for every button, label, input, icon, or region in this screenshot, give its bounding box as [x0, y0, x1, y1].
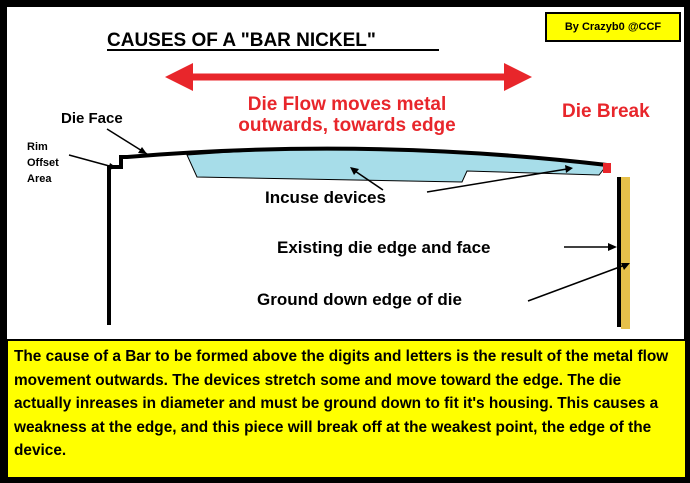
rim-offset-pointer [68, 154, 114, 168]
die-diagram: CAUSES OF A "BAR NICKEL" Die Flow moves … [27, 30, 650, 329]
diagram-panel: CAUSES OF A "BAR NICKEL" Die Flow moves … [6, 6, 685, 340]
incuse-pointer-right [426, 168, 568, 193]
ground-down-edge [621, 177, 630, 329]
incuse-pointer-right-head [565, 165, 573, 173]
die-profile-outline [107, 146, 608, 325]
die-flow-arrow [165, 63, 532, 91]
author-credit-box: By Crazyb0 @CCF [545, 12, 681, 42]
author-credit: By Crazyb0 @CCF [564, 21, 662, 33]
diagram-title: CAUSES OF A "BAR NICKEL" [107, 30, 376, 51]
rim-offset-label-line3: Area [27, 173, 52, 185]
incuse-devices-label: Incuse devices [265, 188, 386, 207]
incuse-device-region [186, 148, 608, 183]
rim-offset-label-line1: Rim [27, 141, 48, 153]
die-break-mark [603, 163, 611, 173]
ground-edge-pointer [527, 264, 626, 302]
caption-text: The cause of a Bar to be formed above th… [14, 348, 669, 459]
die-face-label: Die Face [61, 110, 123, 127]
incuse-pointer-left [351, 168, 384, 191]
ground-edge-pointer-head [621, 263, 630, 270]
die-break-label: Die Break [562, 101, 650, 122]
existing-edge-pointer-head [608, 243, 617, 251]
existing-edge-label: Existing die edge and face [277, 238, 491, 257]
caption-box: The cause of a Bar to be formed above th… [6, 339, 687, 479]
incuse-pointer-left-head [350, 167, 359, 175]
ground-edge-label: Ground down edge of die [257, 290, 462, 309]
die-flow-label-line2: outwards, towards edge [238, 115, 455, 136]
die-face-pointer-head [138, 147, 147, 154]
die-flow-label-line1: Die Flow moves metal [248, 94, 447, 115]
rim-offset-label-line2: Offset [27, 157, 59, 169]
